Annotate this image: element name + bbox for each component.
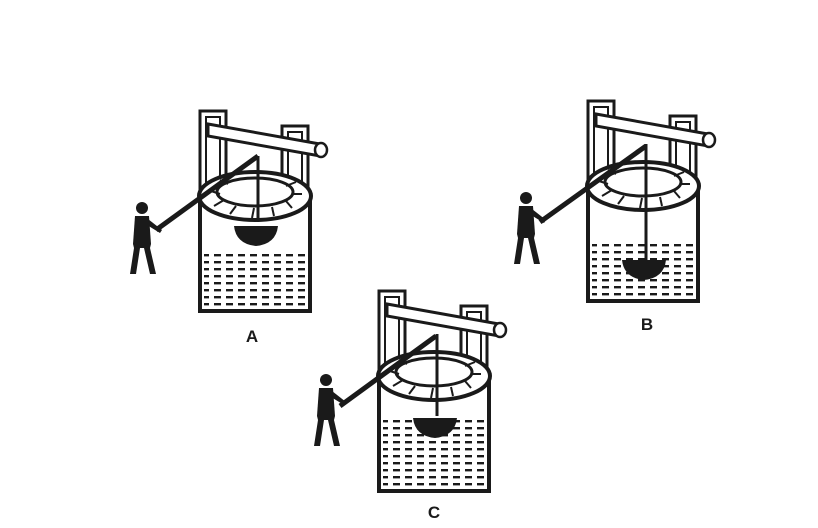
- well-b: [585, 99, 717, 303]
- water-a: [204, 252, 306, 307]
- person-c: [314, 374, 346, 446]
- panel-a: [130, 109, 329, 313]
- pole-b: [538, 143, 648, 225]
- panel-c: [314, 289, 508, 493]
- panel-b: [514, 99, 717, 303]
- person-a: [130, 202, 162, 274]
- pole-c: [338, 333, 438, 409]
- panel-label-c: C: [427, 503, 441, 522]
- well-a: [197, 109, 329, 313]
- pole-a: [154, 153, 260, 233]
- person-b: [514, 192, 546, 264]
- well-c: [376, 289, 508, 493]
- panel-label-a: A: [245, 327, 259, 346]
- panel-label-b: B: [640, 315, 654, 334]
